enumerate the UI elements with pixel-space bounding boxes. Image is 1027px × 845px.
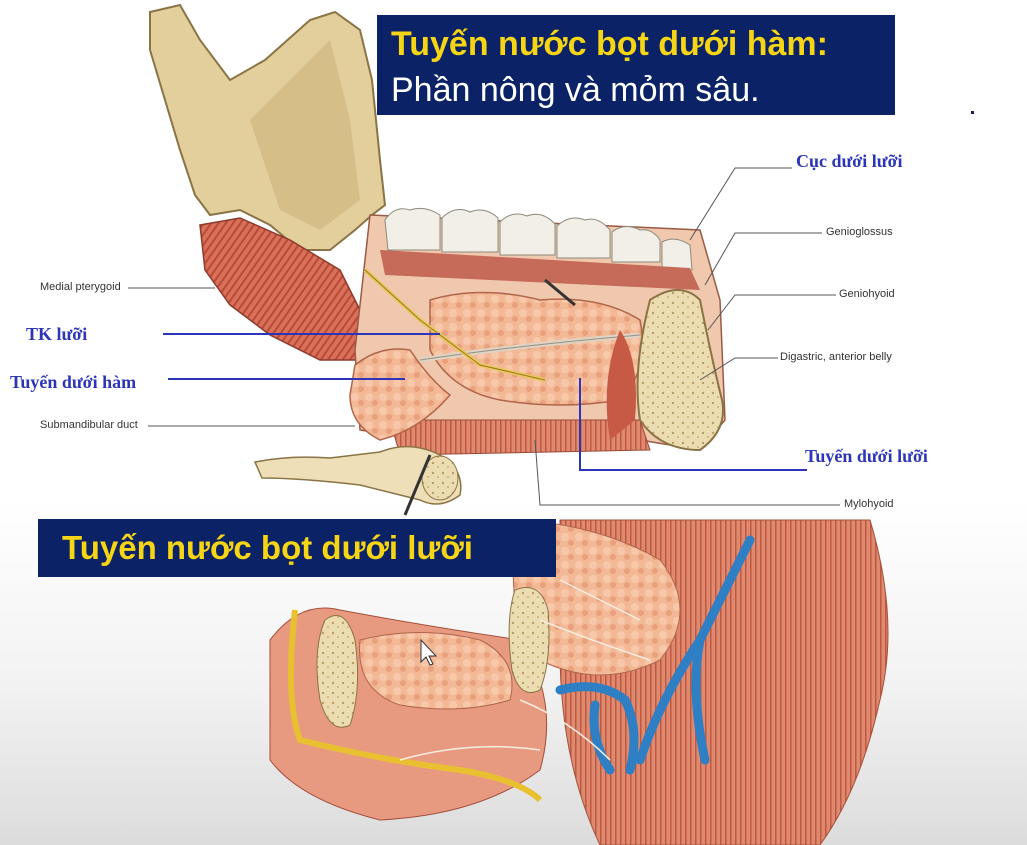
mandible-ramus-shade [250,40,360,230]
leader-lines [128,167,840,506]
label-genioglossus: Genioglossus [826,226,893,238]
yellow-nerve-path [288,609,543,803]
mylohyoid-muscle [389,419,651,456]
label-digastric: Digastric, anterior belly [780,351,892,363]
small-nerves [399,579,651,761]
digastric-muscle [606,330,636,440]
label-submandibular-duct: Submandibular duct [40,419,138,431]
label-medial-pterygoid: Medial pterygoid [40,281,121,293]
annotation-lines [163,333,807,471]
lower-sublingual-gland [359,632,513,710]
bottom-title: Tuyến nước bọt dưới lưỡi [62,529,473,566]
label-tuyen-duoi-ham: Tuyến dưới hàm [10,372,137,392]
mandible-cross-section [636,289,724,452]
teeth [384,207,693,271]
label-mylohyoid: Mylohyoid [844,498,894,510]
lower-bone-left [316,615,359,728]
veins [555,535,755,775]
top-title-line2: Phần nông và mỏm sâu. [391,71,760,109]
top-title-line1: Tuyến nước bọt dưới hàm: [391,25,828,63]
label-tk-luoi: TK lưỡi [26,324,88,344]
gum [380,250,700,290]
hyoid-bone [253,446,462,505]
stray-dot [971,111,974,114]
bottom-title-box: Tuyến nước bọt dưới lưỡi [38,519,556,577]
submandibular-gland-shape [349,348,452,441]
label-tuyen-duoi-luoi: Tuyến dưới lưỡi [805,446,928,466]
label-cuc-duoi-luoi: Cục dưới lưỡi [796,151,903,171]
lower-bone-right [508,587,550,693]
top-title-box: Tuyến nước bọt dưới hàm: Phần nông và mỏ… [377,15,895,115]
cursor-icon [420,638,438,666]
label-geniohyoid: Geniohyoid [839,288,895,300]
